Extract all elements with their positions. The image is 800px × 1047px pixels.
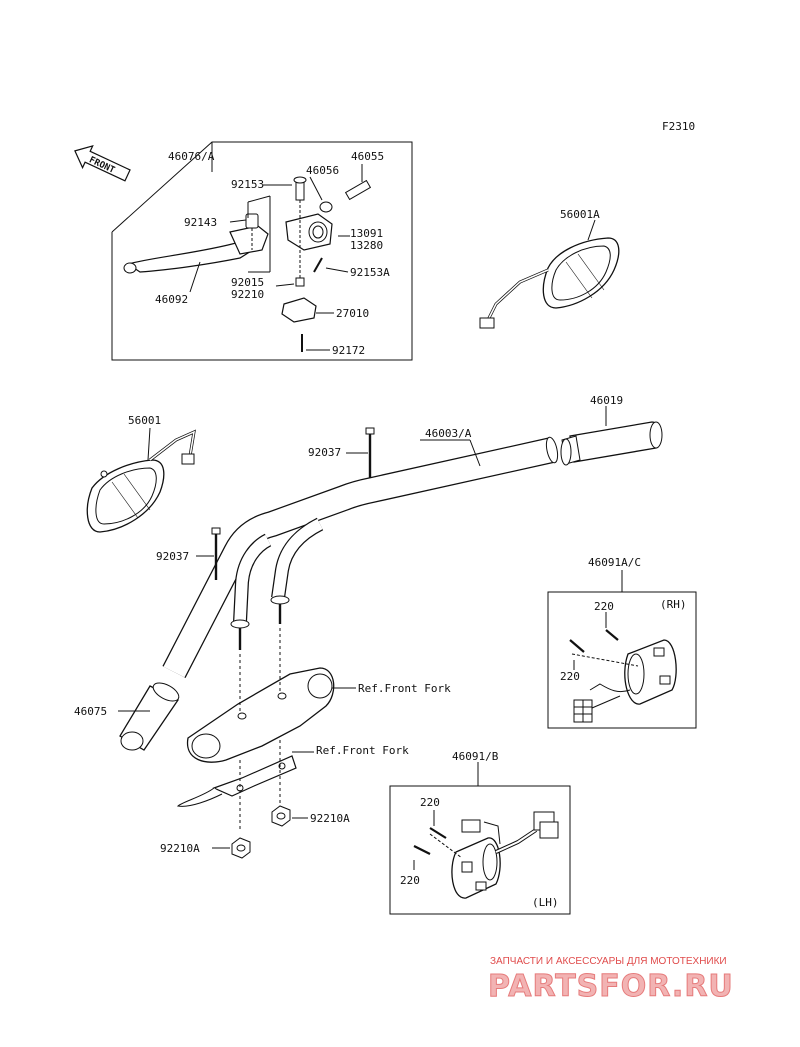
watermark-subtitle: ЗАПЧАСТИ И АКСЕССУАРЫ ДЛЯ МОТОТЕХНИКИ (490, 956, 727, 967)
cable-tie-top: 92037 (308, 427, 375, 478)
label-46075: 46075 (74, 705, 107, 718)
lever-assembly-box: 46076/A (111, 141, 413, 361)
label-92037-left: 92037 (156, 550, 189, 563)
label-ref-front-fork-2: Ref.Front Fork (316, 744, 409, 757)
label-46003a: 46003/A (425, 427, 472, 440)
label-56001a: 56001A (560, 208, 600, 221)
label-13280: 13280 (350, 239, 383, 252)
label-92143: 92143 (184, 216, 217, 229)
front-arrow-icon: FRONT (74, 144, 131, 182)
label-92153: 92153 (231, 178, 264, 191)
handlebar-holder: Ref.Front Fork (186, 628, 451, 763)
mirror-right: 56001A (479, 208, 620, 329)
label-92210: 92210 (231, 288, 264, 301)
label-ref-front-fork-1: Ref.Front Fork (358, 682, 451, 695)
label-92015: 92015 (231, 276, 264, 289)
label-92210a-right: 92210A (310, 812, 350, 825)
label-46056: 46056 (306, 164, 339, 177)
watermark: ЗАПЧАСТИ И АКСЕССУАРЫ ДЛЯ МОТОТЕХНИКИ PA… (488, 956, 734, 1005)
label-46092: 46092 (155, 293, 188, 306)
label-46091ac: 46091A/C (588, 556, 641, 569)
label-46091b: 46091/B (452, 750, 499, 763)
label-lh-220-bot: 220 (400, 874, 420, 887)
label-92210a-left: 92210A (160, 842, 200, 855)
label-rh: (RH) (660, 598, 687, 611)
label-46019: 46019 (590, 394, 623, 407)
label-lever-assy: 46076/A (168, 150, 215, 163)
label-27010: 27010 (336, 307, 369, 320)
label-46055: 46055 (351, 150, 384, 163)
label-rh-220-mid: 220 (560, 670, 580, 683)
label-13091: 13091 (350, 227, 383, 240)
grip-left: 46075 (74, 682, 180, 751)
nut-left: 92210A (160, 837, 251, 859)
label-lh: (LH) (532, 896, 559, 909)
label-92037-top: 92037 (308, 446, 341, 459)
grip-right: 46019 (560, 394, 663, 466)
label-lh-220-top: 220 (420, 796, 440, 809)
clutch-switch (281, 297, 317, 323)
label-92172: 92172 (332, 344, 365, 357)
nut-right: 92210A (271, 805, 350, 827)
label-rh-220-top: 220 (594, 600, 614, 613)
figure-code: F2310 (662, 120, 695, 133)
mirror-left: 56001 (86, 414, 196, 533)
rh-switch-box: 46091A/C (RH) 220 220 (547, 556, 697, 729)
bracket-plate: Ref.Front Fork (176, 740, 409, 830)
label-56001: 56001 (128, 414, 161, 427)
label-92153a: 92153A (350, 266, 390, 279)
watermark-logo: PARTSFOR.RU (488, 969, 734, 1004)
cable-tie-left: 92037 (156, 527, 221, 580)
handlebar: 46003/A (162, 427, 559, 678)
lh-switch-box: 46091/B (LH) 220 220 (389, 750, 571, 915)
